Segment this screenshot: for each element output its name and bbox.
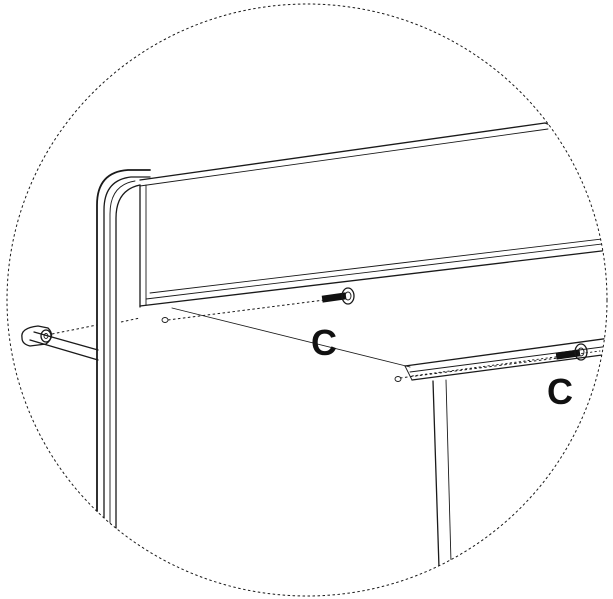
callout-label-c-upper: C [311, 322, 337, 363]
screw-icon [321, 287, 355, 305]
side-panel [96, 169, 151, 561]
alignment-guides [51, 297, 559, 379]
screw-icon [555, 343, 588, 361]
rod-end-cap-icon [40, 329, 52, 343]
panel-edge-line [171, 307, 411, 368]
support-rod [21, 325, 99, 361]
callout-label-c-lower: C [547, 371, 573, 412]
top-back-panel [139, 122, 607, 308]
screw-hole-icon [161, 317, 402, 382]
lower-body [432, 379, 453, 596]
detail-circle-frame [6, 3, 608, 597]
